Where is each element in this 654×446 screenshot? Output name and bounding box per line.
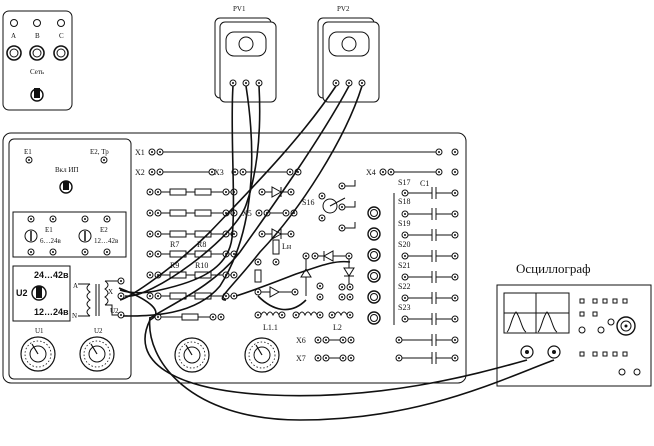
toggle-s21[interactable]	[367, 290, 381, 304]
capacitor-rows	[395, 187, 459, 364]
e2tr-label: E2, Тр	[90, 148, 109, 156]
pv2-terminal-1[interactable]	[332, 79, 340, 87]
phase-a-label: A	[11, 32, 16, 40]
connection-wires	[118, 85, 555, 421]
oscilloscope-screen	[503, 292, 570, 334]
switch-bank: X4 C1 S17 S18 S19 S20 S21 S22 S23	[366, 168, 459, 364]
phase-b-socket[interactable]	[29, 45, 45, 61]
pv2-terminal-2[interactable]	[345, 79, 353, 87]
network-label: Сеть	[30, 68, 44, 76]
pv1-terminal-3[interactable]	[255, 79, 263, 87]
e2-range-label: 12…42в	[94, 237, 119, 245]
l2-label: L2	[333, 323, 342, 332]
pv2-terminal-3[interactable]	[358, 79, 366, 87]
toggle-s19[interactable]	[367, 248, 381, 262]
scope-main-knob[interactable]	[616, 316, 636, 336]
toggle-s17[interactable]	[367, 206, 381, 220]
ln-label: Lн	[282, 242, 292, 251]
u1-label: U1	[35, 327, 44, 335]
s23-label: S23	[398, 303, 410, 312]
s16-label: S16	[302, 198, 314, 207]
phase-a-socket[interactable]	[6, 45, 22, 61]
center-knob-2[interactable]	[244, 337, 280, 373]
c1-label: C1	[420, 179, 429, 188]
range-low-label: 12…24в	[34, 307, 69, 317]
u2-box-label: U2	[16, 288, 28, 298]
oscilloscope-label: Осциллограф	[516, 261, 591, 276]
inductor-l11: L1.1	[254, 311, 286, 332]
resistor-row-5: R9 R10	[146, 261, 238, 279]
toggle-s18[interactable]	[367, 227, 381, 241]
s18-label: S18	[398, 197, 410, 206]
power-switch[interactable]	[59, 180, 73, 194]
transformer-x-label: X	[108, 288, 113, 296]
scope-input-2[interactable]	[547, 345, 561, 359]
pv1-meter: PV1	[214, 5, 277, 103]
power-on-label: Вкл ИП	[55, 166, 78, 174]
resistor-row-4: R7 R8	[146, 240, 238, 258]
u2-knob[interactable]	[79, 336, 115, 372]
range-high-label: 24…42в	[34, 270, 69, 280]
diode-block: Lн	[254, 186, 355, 301]
s20-label: S20	[398, 240, 410, 249]
l11-label: L1.1	[263, 323, 278, 332]
x3-label: X3	[214, 168, 224, 177]
phase-b-label: B	[35, 32, 40, 40]
network-panel: A B C Сеть	[2, 10, 73, 111]
resistor-row-3	[146, 230, 238, 238]
scope-input-1[interactable]	[520, 345, 534, 359]
x6-label: X6	[296, 336, 306, 345]
bus-x6-x7: X6 X7	[296, 336, 355, 363]
u1-knob[interactable]	[20, 336, 56, 372]
e2-adjust-knob[interactable]	[78, 229, 92, 243]
e1-label: E1	[24, 148, 32, 156]
center-knob-1[interactable]	[174, 337, 210, 373]
transformer-a-label: A	[73, 282, 78, 290]
power-supply-panel: E1 E2, Тр Вкл ИП E1 6…2	[8, 138, 132, 380]
scope-buttons[interactable]	[579, 298, 628, 357]
r9-label: R9	[170, 261, 179, 270]
range-switch[interactable]	[31, 285, 47, 301]
x4-label: X4	[366, 168, 376, 177]
s19-label: S19	[398, 219, 410, 228]
phase-c-label: C	[59, 32, 64, 40]
s22-label: S22	[398, 282, 410, 291]
e2-sub-label: E2	[100, 226, 108, 234]
transformer: A N X U2	[72, 277, 125, 320]
resistor-row-7	[154, 313, 225, 321]
s16-switch[interactable]: S16	[302, 180, 356, 232]
r10-label: R10	[195, 261, 208, 270]
r7-label: R7	[170, 240, 179, 249]
pv1-terminal-2[interactable]	[242, 79, 250, 87]
phase-c-socket[interactable]	[53, 45, 69, 61]
r8-label: R8	[197, 240, 206, 249]
toggle-s20[interactable]	[367, 269, 381, 283]
transformer-u2-label: U2	[110, 307, 119, 315]
u2-label: U2	[94, 327, 103, 335]
pv2-label: PV2	[337, 5, 350, 13]
transformer-n-label: N	[72, 312, 77, 320]
x1-label: X1	[135, 148, 145, 157]
pv1-label: PV1	[233, 5, 246, 13]
pv2-meter: PV2	[317, 5, 380, 103]
toggle-s22[interactable]	[367, 311, 381, 325]
e1-sub-label: E1	[45, 226, 53, 234]
x7-label: X7	[296, 354, 306, 363]
pv1-terminal-1[interactable]	[229, 79, 237, 87]
network-switch[interactable]	[30, 88, 44, 102]
resistor-row-1	[146, 188, 238, 196]
bus-x1: X1	[135, 148, 459, 157]
x2-label: X2	[135, 168, 145, 177]
e1-adjust-knob[interactable]	[24, 229, 38, 243]
inductor-l2: L2	[292, 311, 354, 332]
e1-range-label: 6…24в	[40, 237, 62, 245]
s17-label: S17	[398, 178, 410, 187]
s21-label: S21	[398, 261, 410, 270]
oscilloscope: Осциллограф	[496, 261, 652, 387]
